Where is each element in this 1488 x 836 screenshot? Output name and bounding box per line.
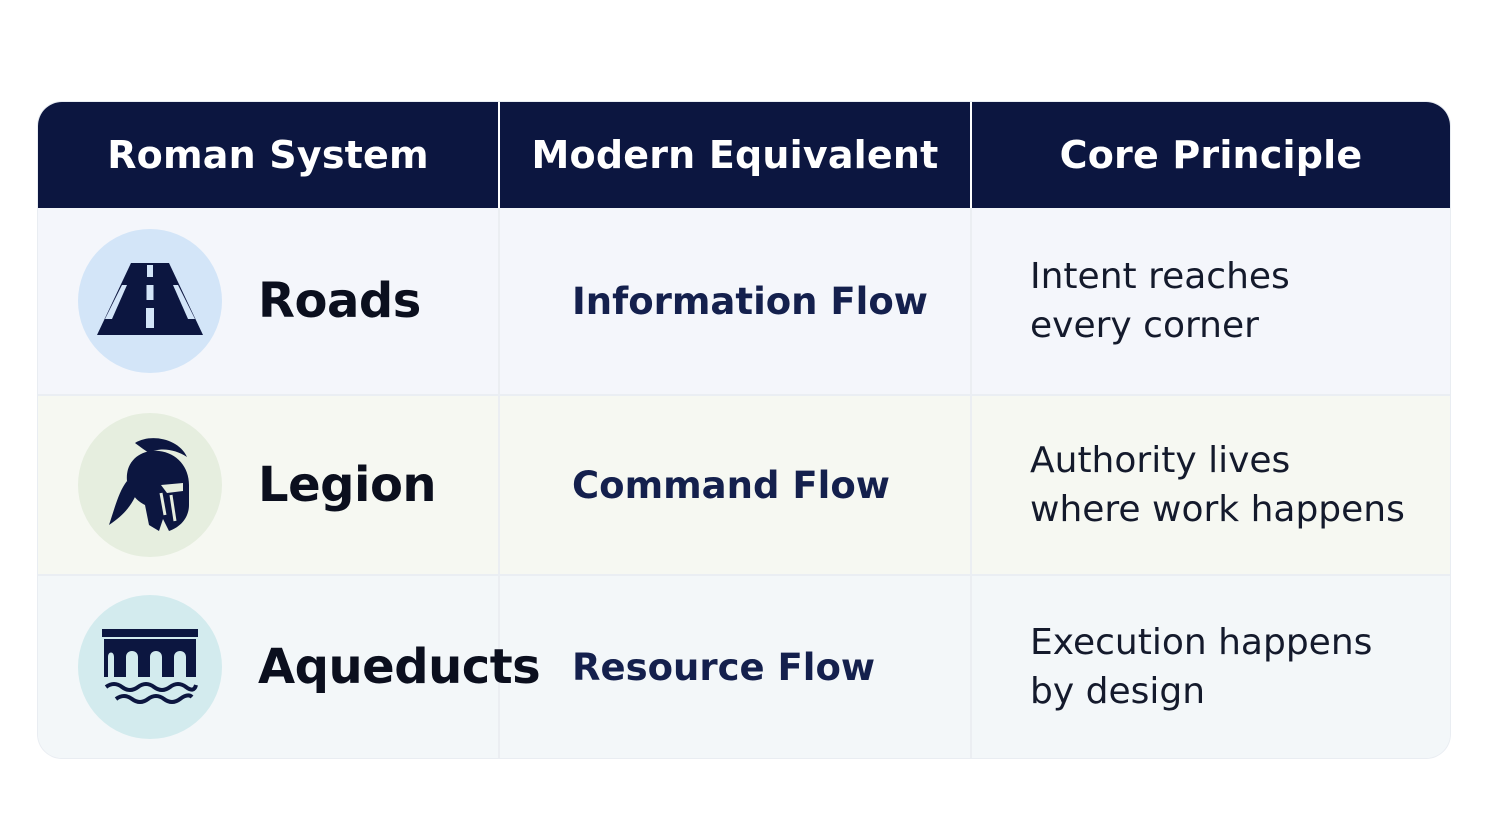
principle-line: Execution happens: [1030, 622, 1373, 663]
header-core-principle: Core Principle: [1059, 133, 1363, 177]
principle-line: every corner: [1030, 305, 1259, 346]
system-label: Aqueducts: [258, 639, 541, 695]
principle-text: Intent reaches every corner: [1030, 252, 1290, 350]
core-principle-cell: Authority lives where work happens: [972, 396, 1450, 574]
core-principle-cell: Execution happens by design: [972, 576, 1450, 758]
modern-equivalent-cell: Resource Flow: [500, 576, 972, 758]
principle-text: Execution happens by design: [1030, 618, 1372, 716]
table-header: Roman System Modern Equivalent Core Prin…: [38, 102, 1450, 208]
header-modern-equivalent: Modern Equivalent: [500, 102, 972, 208]
core-principle-cell: Intent reaches every corner: [972, 208, 1450, 394]
principle-line: Authority lives: [1030, 440, 1291, 481]
principle-line: Intent reaches: [1030, 256, 1290, 297]
modern-equivalent-cell: Information Flow: [500, 208, 972, 394]
roman-system-cell: Aqueducts: [38, 576, 541, 758]
principle-line: where work happens: [1030, 489, 1405, 530]
principle-text: Authority lives where work happens: [1030, 436, 1405, 534]
header-roman-system: Roman System: [38, 102, 500, 208]
system-label: Legion: [258, 457, 437, 513]
table-row-roads: Roads Information Flow Intent reaches ev…: [38, 208, 1450, 396]
modern-equivalent-cell: Command Flow: [500, 396, 972, 574]
road-icon: [78, 229, 222, 373]
roman-system-cell: Roads: [38, 208, 500, 394]
principle-line: by design: [1030, 671, 1206, 712]
modern-label: Information Flow: [572, 279, 928, 323]
comparison-table: Roman System Modern Equivalent Core Prin…: [38, 102, 1450, 758]
aqueduct-icon: [78, 595, 222, 739]
modern-label: Command Flow: [572, 463, 890, 507]
roman-system-cell: Legion: [38, 396, 500, 574]
table-row-legion: Legion Command Flow Authority lives wher…: [38, 396, 1450, 576]
modern-label: Resource Flow: [572, 645, 876, 689]
roman-helmet-icon: [78, 413, 222, 557]
table-row-aqueducts: Aqueducts Resource Flow Execution happen…: [38, 576, 1450, 758]
system-label: Roads: [258, 273, 421, 329]
